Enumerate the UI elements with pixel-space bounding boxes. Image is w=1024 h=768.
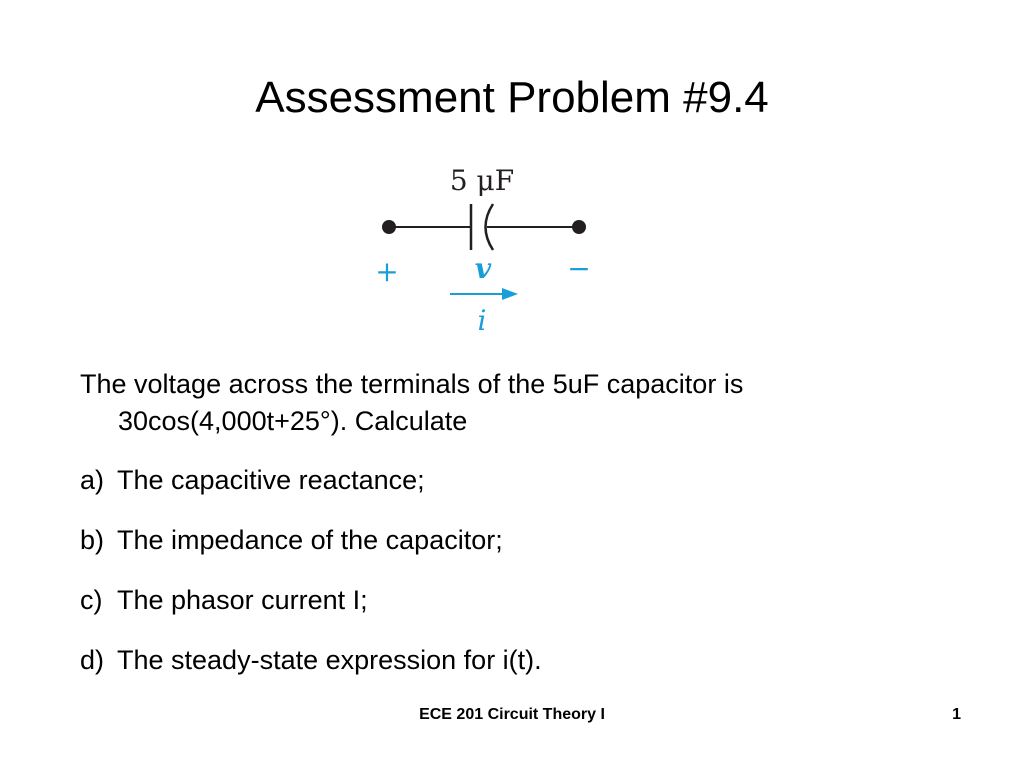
item-text: The capacitive reactance; <box>117 465 425 495</box>
current-arrow-head-icon <box>502 288 518 300</box>
item-text: The steady-state expression for i(t). <box>117 645 542 675</box>
list-item: c) The phasor current I; <box>80 582 960 619</box>
item-letter: b) <box>80 525 105 555</box>
right-terminal-dot <box>572 220 586 234</box>
item-text: The impedance of the capacitor; <box>117 525 503 555</box>
capacitor-diagram-svg: 5 μF + v − i <box>375 164 590 337</box>
capacitor-curved-plate <box>484 203 495 251</box>
list-item: a) The capacitive reactance; <box>80 462 960 499</box>
page-number: 1 <box>952 706 961 723</box>
minus-sign: − <box>567 252 590 285</box>
item-text: The phasor current I; <box>117 585 368 615</box>
voltage-symbol: v <box>475 252 492 285</box>
slide-title: Assessment Problem #9.4 <box>255 73 769 122</box>
plus-sign: + <box>375 255 398 288</box>
item-letter: d) <box>80 645 105 675</box>
current-symbol: i <box>478 304 487 337</box>
item-letter: c) <box>80 585 103 615</box>
list-item: b) The impedance of the capacitor; <box>80 522 960 559</box>
problem-statement: The voltage across the terminals of the … <box>80 369 744 436</box>
problem-body: The voltage across the terminals of the … <box>80 366 960 702</box>
footer-course-title: ECE 201 Circuit Theory I <box>419 706 605 723</box>
item-letter: a) <box>80 465 105 495</box>
list-item: d) The steady-state expression for i(t). <box>80 642 960 679</box>
capacitor-value-label: 5 μF <box>450 164 514 197</box>
capacitor-diagram: 5 μF + v − i <box>360 150 610 340</box>
left-terminal-dot <box>382 220 396 234</box>
